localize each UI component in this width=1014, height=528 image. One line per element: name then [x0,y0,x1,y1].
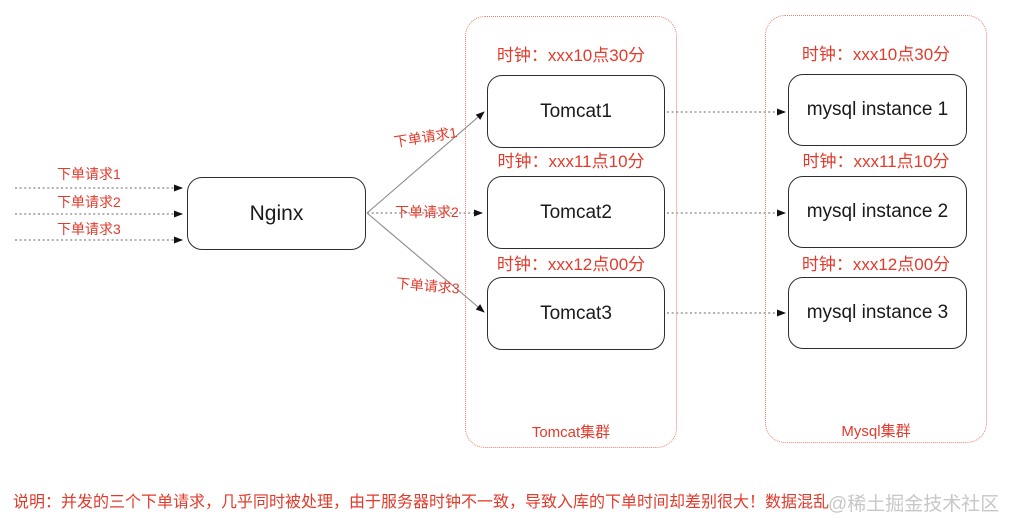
mysql3-node: mysql instance 3 [788,277,967,349]
fanout-arrow-1 [366,111,485,214]
fanout-arrow-3 [366,212,485,313]
mysql2-node: mysql instance 2 [788,176,967,248]
mysql1-node: mysql instance 1 [788,74,967,146]
tomcat-cluster-container [465,16,677,448]
mysql2-label: mysql instance 2 [806,201,949,222]
mysql1-label: mysql instance 1 [806,99,949,120]
watermark: @稀土掘金技术社区 [828,494,1000,515]
tomcat3-node: Tomcat3 [487,277,665,350]
tomcat3-label: Tomcat3 [540,302,612,324]
mysql2-clock-label: 时钟：xxx11点10分 [802,152,950,171]
mysql3-clock-label: 时钟：xxx12点00分 [801,255,951,274]
mysql-cluster-container [765,15,987,443]
nginx-label: Nginx [249,201,304,225]
tomcat3-clock-label: 时钟：xxx12点00分 [496,255,646,274]
mysql1-clock-label: 时钟：xxx10点30分 [801,45,951,64]
tomcat1-clock-label: 时钟：xxx10点30分 [496,46,646,65]
tomcat1-node: Tomcat1 [487,75,665,148]
incoming-request-label-1: 下单请求1 [57,166,121,182]
tomcat1-label: Tomcat1 [540,100,612,122]
mysql-cluster-title: Mysql集群 [841,423,911,440]
fanout-request-label-2: 下单请求2 [395,204,459,220]
mysql3-label: mysql instance 3 [806,302,949,323]
note-text: 说明：并发的三个下单请求，几乎同时被处理，由于服务器时钟不一致，导致入库的下单时… [13,494,830,511]
tomcat-cluster-title: Tomcat集群 [531,424,611,441]
tomcat2-node: Tomcat2 [487,176,665,249]
tomcat2-clock-label: 时钟：xxx11点10分 [497,152,645,171]
incoming-request-label-3: 下单请求3 [57,221,121,237]
incoming-request-label-2: 下单请求2 [57,194,121,210]
nginx-node: Nginx [187,177,366,250]
tomcat2-label: Tomcat2 [540,201,612,223]
